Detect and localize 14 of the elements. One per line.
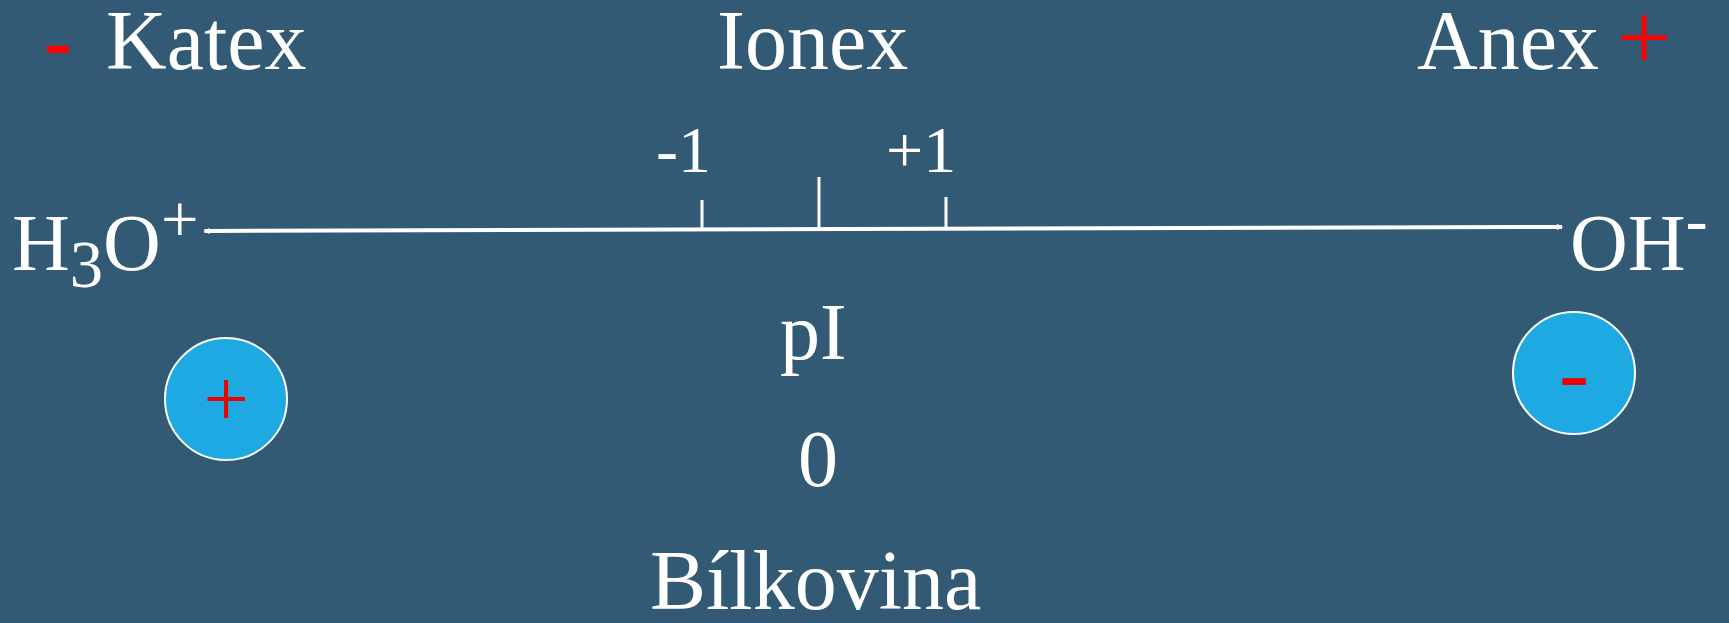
charged-particle-circle: + — [164, 337, 288, 461]
axis-label: 0 — [798, 419, 838, 499]
heading-text: Katex — [106, 0, 307, 84]
ion-label: OH$^{-}$ — [1570, 187, 1708, 283]
charged-particle-circle: - — [1512, 311, 1636, 435]
tick-label: -1 — [656, 116, 711, 183]
heading-text: Anex — [1417, 0, 1599, 84]
heading-text: Ionex — [717, 0, 909, 84]
tick-label: +1 — [886, 116, 957, 183]
caption-text: Bílkovina — [650, 539, 982, 623]
plus-sign: + — [1617, 0, 1672, 85]
ion-label: H$_{3}$O$^{+}$ — [12, 187, 199, 299]
double-arrow — [204, 224, 1563, 234]
minus-sign: - — [44, 0, 72, 84]
